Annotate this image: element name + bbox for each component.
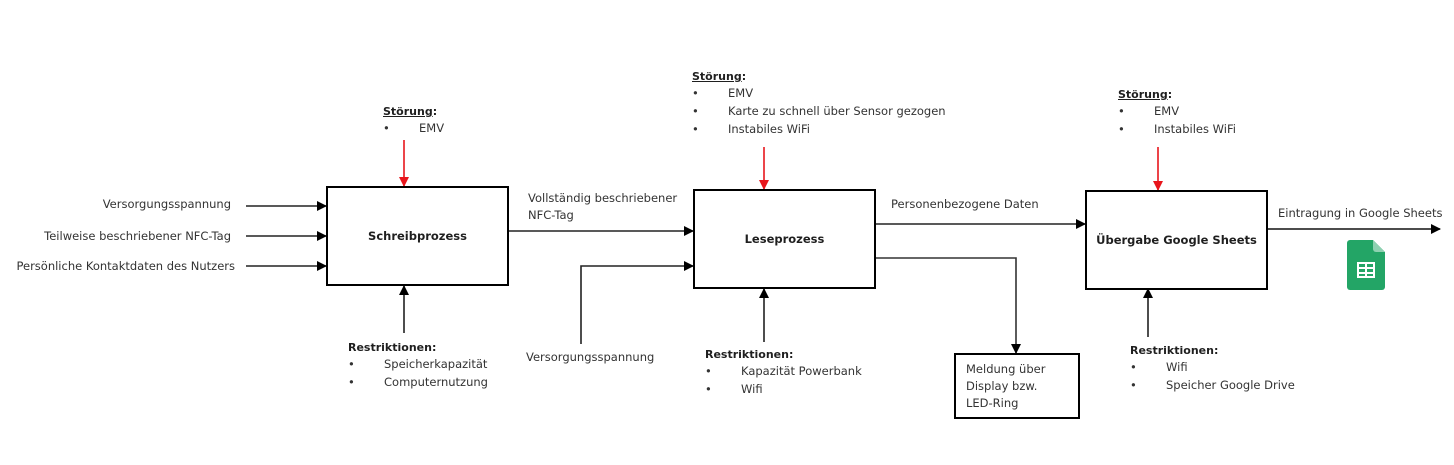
input-label-versorgung: Versorgungsspannung — [102, 197, 231, 211]
message-box-display-led: Meldung über Display bzw. LED-Ring — [954, 353, 1080, 419]
restriction-note-schreib: Restriktionen: •Speicherkapazität •Compu… — [348, 340, 518, 392]
process-box-uebergabe-google-sheets: Übergabe Google Sheets — [1085, 190, 1268, 290]
restriction-title: Restriktionen: — [705, 348, 794, 361]
disturbance-note-schreib: Störung: •EMV — [383, 104, 503, 138]
restriction-note-lese: Restriktionen: •Kapazität Powerbank •Wif… — [705, 347, 885, 399]
disturbance-title: Störung: — [383, 105, 438, 118]
disturbance-note-uebergabe: Störung: •EMV •Instabiles WiFi — [1118, 87, 1278, 139]
message-line: Display bzw. — [966, 379, 1038, 393]
disturbance-title: Störung: — [692, 70, 747, 83]
process-title: Schreibprozess — [368, 229, 467, 243]
message-line: Meldung über — [966, 362, 1046, 376]
process-title: Übergabe Google Sheets — [1096, 233, 1257, 247]
restriction-title: Restriktionen: — [348, 341, 437, 354]
restriction-title: Restriktionen: — [1130, 344, 1219, 357]
arrow-lese-to-meldung — [875, 257, 1021, 354]
disturbance-note-lese: Störung: •EMV •Karte zu schnell über Sen… — [692, 69, 972, 139]
message-line: LED-Ring — [966, 396, 1019, 410]
arrow-versorgung-to-lese — [580, 261, 694, 344]
flow-label-schreib-to-lese: Vollständig beschriebener NFC-Tag — [528, 191, 678, 222]
input-label-kontaktdaten: Persönliche Kontaktdaten des Nutzers — [16, 259, 235, 273]
output-label-google-sheets: Eintragung in Google Sheets — [1278, 206, 1443, 220]
flow-label-lese-to-uebergabe: Personenbezogene Daten — [891, 197, 1039, 211]
input-label-nfc-tag: Teilweise beschriebener NFC-Tag — [44, 229, 231, 243]
process-box-schreibprozess: Schreibprozess — [326, 186, 509, 286]
process-box-leseprozess: Leseprozess — [693, 189, 876, 289]
restriction-note-uebergabe: Restriktionen: •Wifi •Speicher Google Dr… — [1130, 343, 1320, 395]
input-label-lese-versorgung: Versorgungsspannung — [526, 350, 655, 364]
google-sheets-icon — [1347, 240, 1385, 290]
disturbance-title: Störung: — [1118, 88, 1173, 101]
process-title: Leseprozess — [744, 232, 825, 246]
